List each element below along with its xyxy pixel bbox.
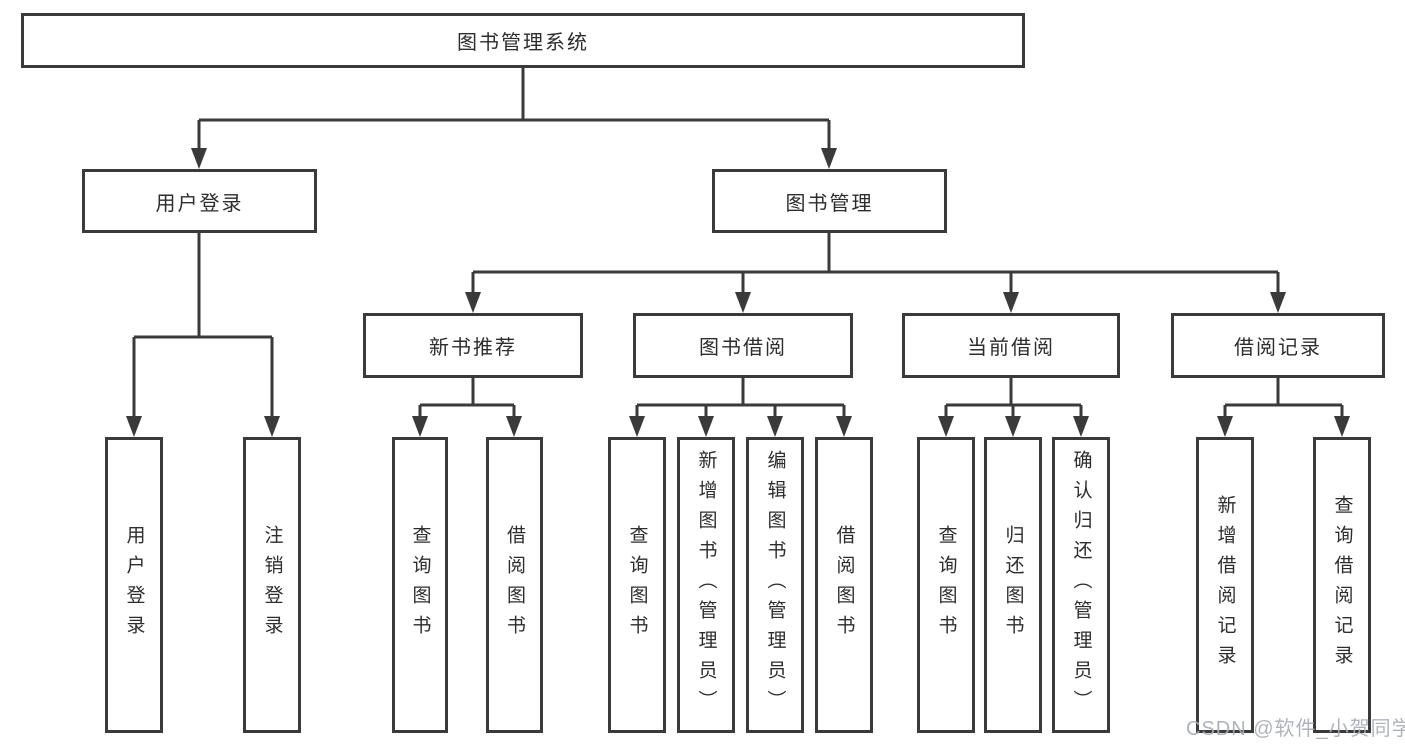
node-book-borrow: 图书借阅 bbox=[633, 313, 853, 378]
csdn-watermark: CSDN @软件_小贺同学 bbox=[1186, 718, 1405, 740]
node-edit-book-admin: 编辑图书（管理员） bbox=[746, 437, 804, 733]
node-current-borrow: 当前借阅 bbox=[902, 313, 1120, 378]
node-query-books-current: 查询图书 bbox=[917, 437, 975, 733]
node-borrow-books-recommend: 借阅图书 bbox=[486, 437, 543, 733]
node-add-borrow-record: 新增借阅记录 bbox=[1196, 437, 1254, 733]
node-confirm-return-admin: 确认归还（管理员） bbox=[1052, 437, 1110, 733]
node-return-book: 归还图书 bbox=[984, 437, 1042, 733]
node-query-borrow-record: 查询借阅记录 bbox=[1313, 437, 1371, 733]
node-new-book-recommend: 新书推荐 bbox=[363, 313, 583, 378]
node-query-books-borrow: 查询图书 bbox=[608, 437, 666, 733]
node-add-book-admin: 新增图书（管理员） bbox=[677, 437, 735, 733]
node-query-books-recommend: 查询图书 bbox=[392, 437, 448, 733]
node-book-management: 图书管理 bbox=[712, 169, 947, 233]
node-borrow-books-leaf: 借阅图书 bbox=[815, 437, 873, 733]
node-user-login-leaf: 用户登录 bbox=[105, 437, 163, 733]
node-library-management-system: 图书管理系统 bbox=[21, 13, 1025, 68]
node-logout-leaf: 注销登录 bbox=[243, 437, 301, 733]
node-borrow-records: 借阅记录 bbox=[1171, 313, 1385, 378]
node-user-login: 用户登录 bbox=[82, 169, 317, 233]
